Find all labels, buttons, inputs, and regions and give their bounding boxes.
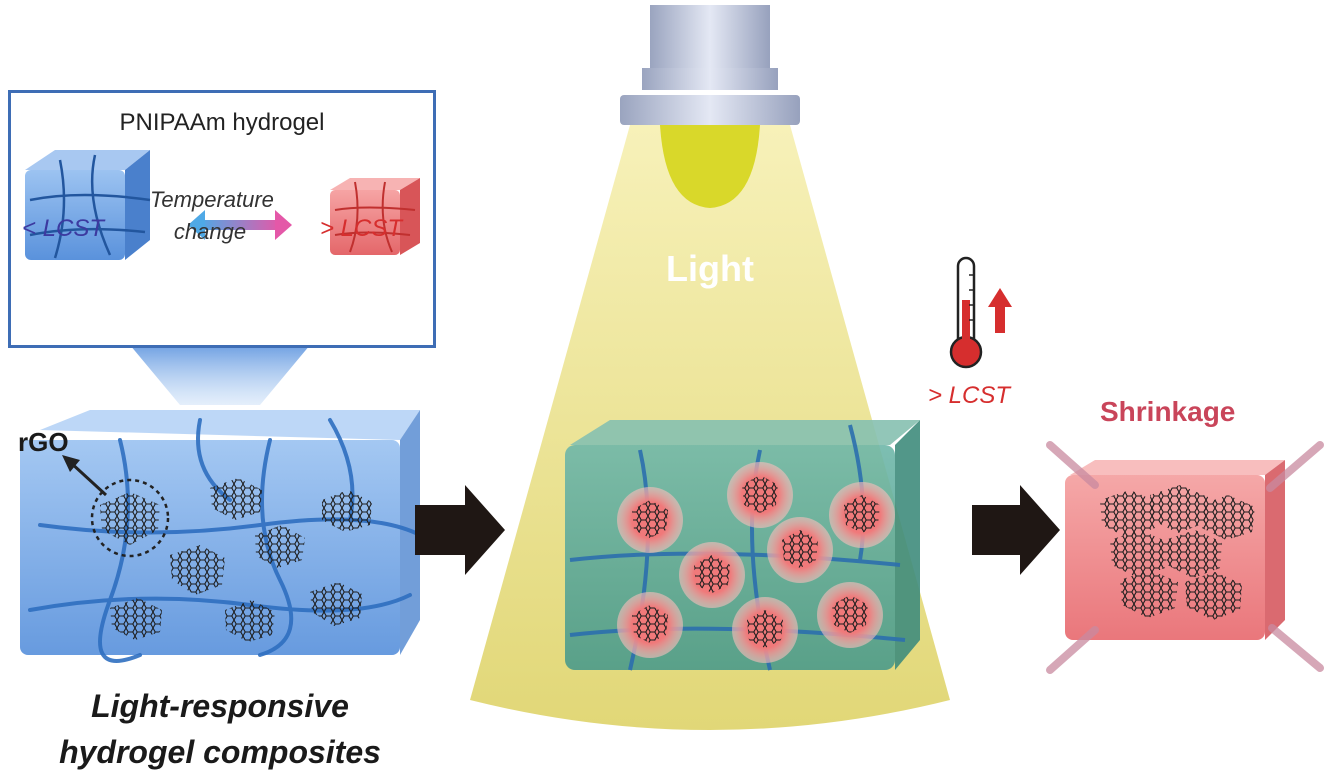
inset-pointer — [130, 345, 310, 405]
rgo-pointer-arrow — [68, 460, 108, 497]
shrunk-hydrogel-block — [1046, 441, 1324, 674]
heated-rgo-spots — [617, 462, 895, 663]
lamp-bulb — [660, 125, 760, 208]
process-arrow-1 — [415, 485, 505, 575]
light-label: Light — [666, 248, 754, 289]
rgo-flakes — [100, 478, 372, 642]
caption-line2: hydrogel composites — [59, 734, 381, 770]
temperature-change-line2: change — [173, 219, 247, 244]
below-lcst-label: < LCST — [22, 215, 105, 242]
above-lcst-label: > LCST — [320, 215, 403, 242]
irradiated-hydrogel-block — [565, 420, 920, 671]
temperature-change-label: Temperature change — [150, 184, 274, 248]
composite-caption: Light-responsive hydrogel composites — [20, 683, 420, 775]
temperature-above-lcst-label: > LCST — [928, 382, 1011, 409]
caption-line1: Light-responsive — [91, 688, 349, 724]
shrinkage-label: Shrinkage — [1100, 396, 1236, 427]
thermometer-rising-icon — [949, 256, 1012, 369]
process-arrow-2 — [972, 485, 1060, 575]
temperature-change-line1: Temperature — [150, 187, 274, 212]
rgo-label: rGO — [18, 427, 69, 457]
composite-hydrogel-block — [20, 410, 422, 663]
lamp — [620, 5, 800, 125]
rgo-highlight-circle — [90, 478, 170, 558]
inset-title: PNIPAAm hydrogel — [119, 109, 325, 136]
